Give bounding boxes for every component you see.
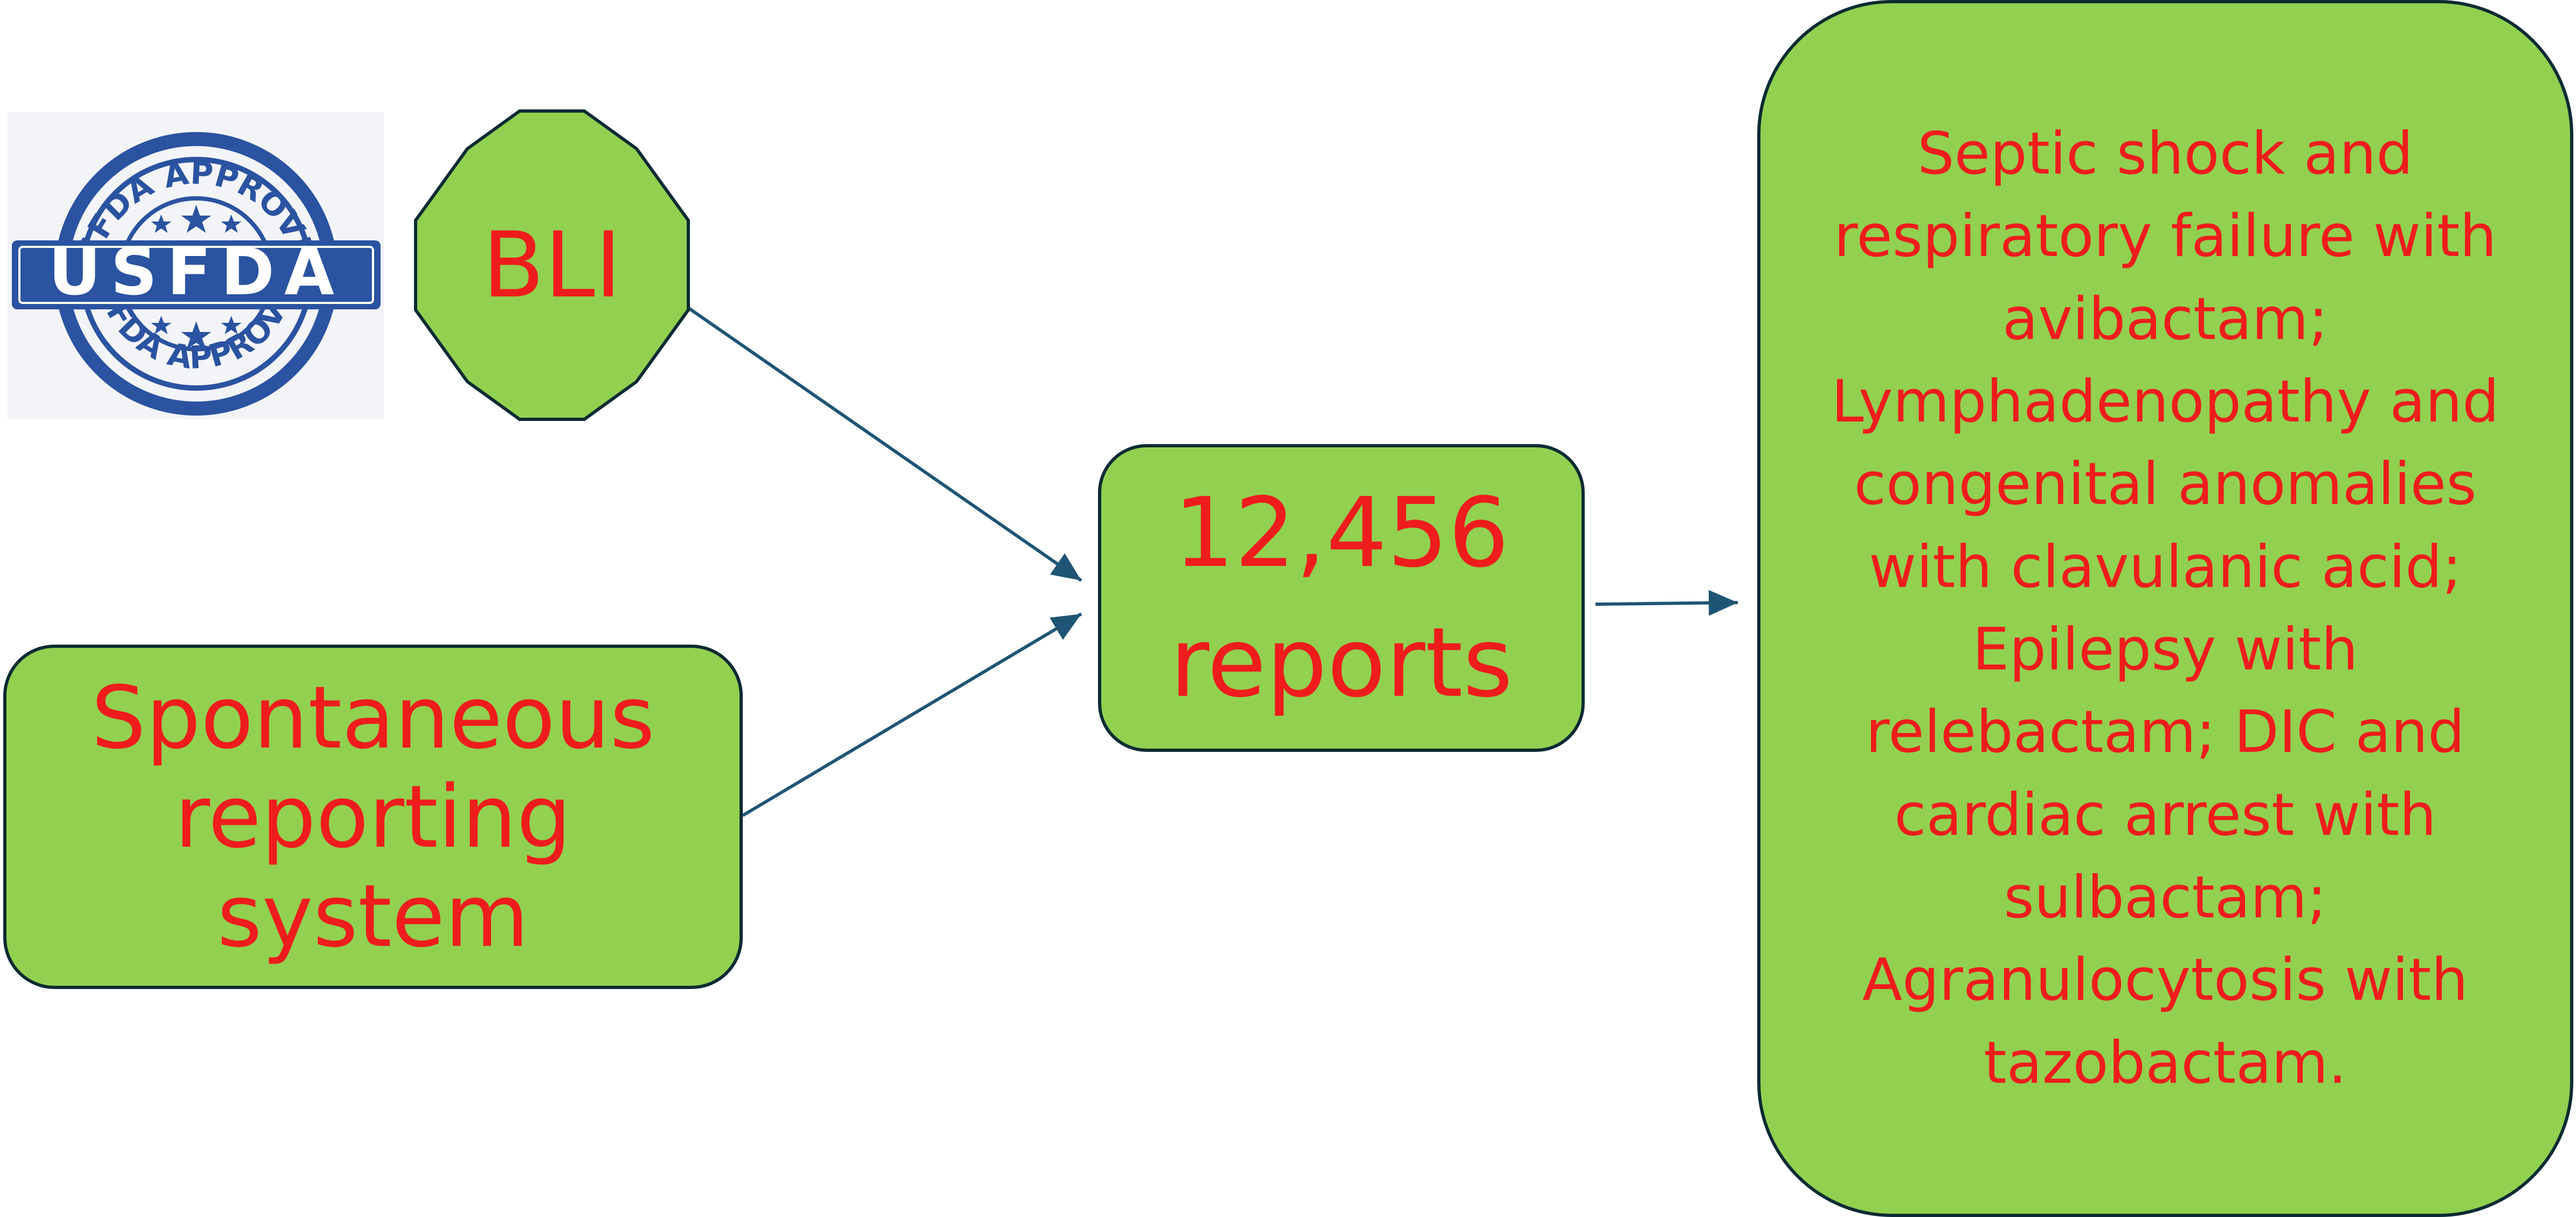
findings-line: Septic shock and [1917, 120, 2413, 188]
star-icon [151, 205, 241, 349]
bli-decagon-shape [414, 109, 690, 421]
findings-line: Lymphadenopathy and [1831, 368, 2499, 435]
findings-line: congenital anomalies [1854, 451, 2477, 518]
findings-line: avibactam; [2002, 285, 2329, 353]
bli-node: BLI [414, 109, 690, 421]
findings-node: Septic shock and respiratory failure with… [1757, 0, 2573, 1217]
arrow-srs-to-reports [742, 612, 1082, 817]
findings-line: tazobactam. [1984, 1029, 2347, 1097]
findings-line: cardiac arrest with [1894, 781, 2436, 849]
reports-line: 12,456 [1173, 477, 1509, 589]
findings-line: sulbactam; [2004, 864, 2327, 932]
findings-line: with clavulanic acid; [1868, 533, 2462, 601]
arrow-reports-to-findings [1595, 590, 1738, 616]
reports-node: 12,456 reports [1098, 444, 1585, 752]
srs-line: reporting [174, 766, 572, 867]
usfda-approved-logo: USFDA APPROVED USFDA APPROVED USFDA [8, 112, 384, 419]
srs-line: system [217, 865, 529, 966]
srs-line: Spontaneous [91, 667, 655, 768]
logo-center-text: USFDA [49, 235, 344, 310]
findings-line: respiratory failure with [1834, 203, 2497, 271]
bli-label: BLI [482, 212, 622, 318]
arrow-bli-to-reports [688, 307, 1082, 582]
reports-line: reports [1170, 606, 1513, 718]
findings-line: Agranulocytosis with [1862, 946, 2468, 1014]
reports-label: 12,456 reports [1170, 468, 1513, 728]
findings-line: relebactam; DIC and [1866, 699, 2465, 766]
findings-line: Epilepsy with [1972, 616, 2358, 683]
findings-text: Septic shock and respiratory failure with… [1831, 113, 2499, 1104]
